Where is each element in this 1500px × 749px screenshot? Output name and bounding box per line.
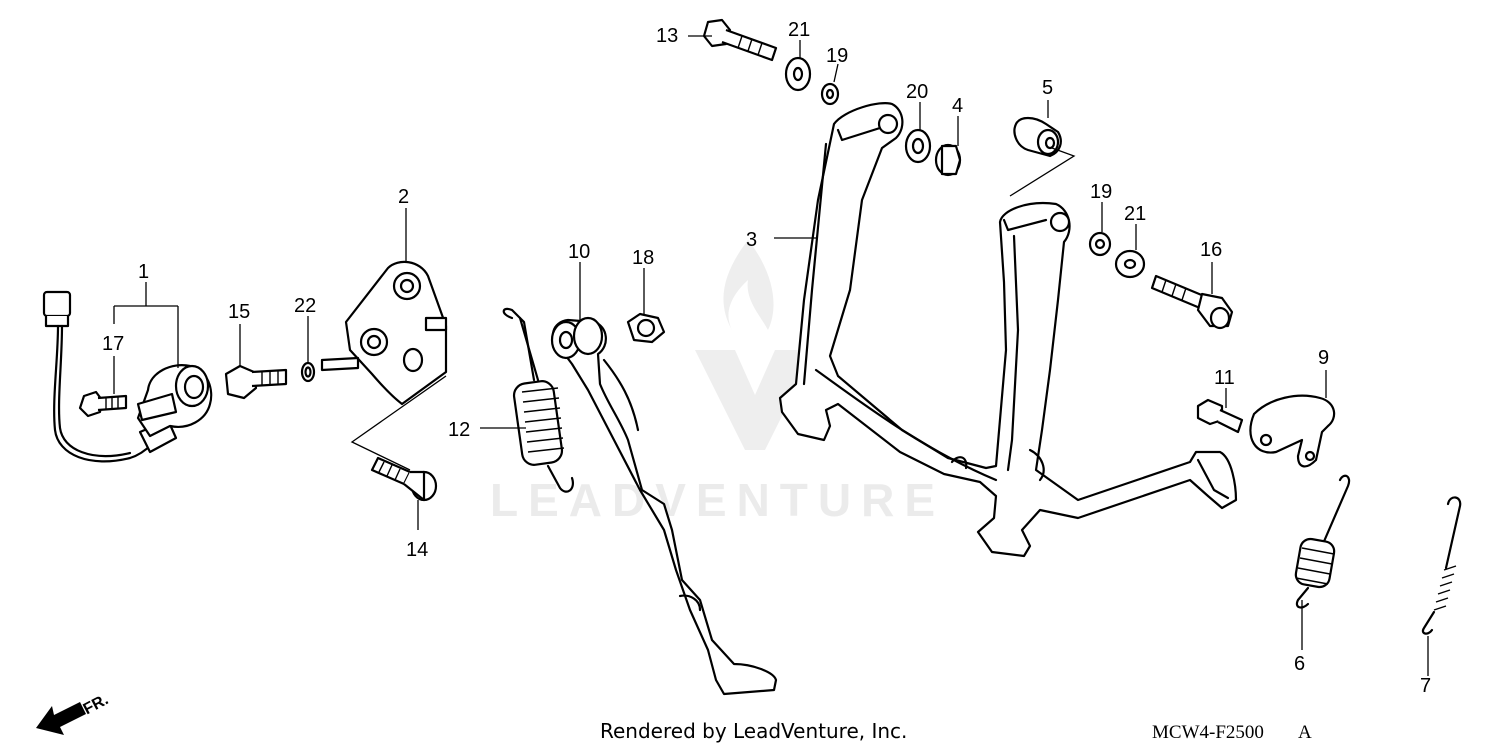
part-22-washer[interactable] <box>300 361 316 383</box>
leader-line-2-14 <box>350 375 447 471</box>
part-7-spring[interactable] <box>1421 496 1462 635</box>
watermark-text: LEADVENTURE <box>490 474 945 526</box>
part-18-nut[interactable] <box>626 312 666 344</box>
part-21-washer-right[interactable] <box>1114 249 1146 279</box>
callout-20[interactable]: 20 <box>906 81 928 103</box>
watermark-v-icon <box>695 350 815 450</box>
callout-19-right[interactable]: 19 <box>1090 181 1112 203</box>
part-3-main-stand[interactable] <box>778 102 1238 558</box>
callout-1[interactable]: 1 <box>138 261 149 283</box>
part-16-bolt[interactable] <box>1150 274 1234 330</box>
part-20-collar[interactable] <box>904 128 932 164</box>
part-1-side-stand-switch[interactable] <box>42 290 213 463</box>
callout-13[interactable]: 13 <box>656 25 678 47</box>
part-13-bolt[interactable] <box>702 18 778 62</box>
callout-16[interactable]: 16 <box>1200 239 1222 261</box>
callout-19-upper[interactable]: 19 <box>826 45 848 67</box>
callout-4[interactable]: 4 <box>952 95 963 117</box>
front-arrow-icon <box>36 702 86 735</box>
callout-22[interactable]: 22 <box>294 295 316 317</box>
front-direction-indicator: FR. <box>36 691 111 735</box>
part-17-bolt[interactable] <box>78 390 128 418</box>
callout-11[interactable]: 11 <box>1214 367 1235 389</box>
part-14-socket-bolt[interactable] <box>370 456 438 502</box>
callout-7[interactable]: 7 <box>1420 675 1431 697</box>
callout-10[interactable]: 10 <box>568 241 590 263</box>
callout-17[interactable]: 17 <box>102 333 124 355</box>
callout-2[interactable]: 2 <box>398 186 409 208</box>
callout-labels: 1 2 3 4 5 6 7 9 10 11 12 13 14 15 16 17 … <box>102 19 1431 697</box>
callout-15[interactable]: 15 <box>228 301 250 323</box>
footer-credit: Rendered by LeadVenture, Inc. <box>600 719 907 743</box>
callout-5[interactable]: 5 <box>1042 77 1053 99</box>
part-11-bolt[interactable] <box>1196 398 1244 434</box>
part-21-washer-upper[interactable] <box>784 56 812 92</box>
watermark-flame-icon <box>723 240 774 330</box>
callout-14[interactable]: 14 <box>406 539 428 561</box>
part-10-side-stand[interactable] <box>550 316 778 696</box>
diagram-code-suffix: A <box>1298 722 1312 743</box>
diagram-code: MCW4-F2500 <box>1152 722 1264 743</box>
callout-9[interactable]: 9 <box>1318 347 1329 369</box>
callout-6[interactable]: 6 <box>1294 653 1305 675</box>
part-6-spring[interactable] <box>1294 474 1351 609</box>
callout-3[interactable]: 3 <box>746 229 757 251</box>
part-5-collar[interactable] <box>1013 116 1062 158</box>
callout-12[interactable]: 12 <box>448 419 470 441</box>
part-9-plate[interactable] <box>1249 394 1336 468</box>
part-15-flange-bolt[interactable] <box>224 364 288 400</box>
part-4-washer[interactable] <box>934 143 962 177</box>
leader-lines <box>113 35 1429 676</box>
part-2-bracket[interactable] <box>320 260 448 406</box>
part-19-washer-right[interactable] <box>1088 231 1112 257</box>
callout-18[interactable]: 18 <box>632 247 654 269</box>
callout-21-right[interactable]: 21 <box>1124 203 1146 225</box>
part-12-spring[interactable] <box>502 307 574 493</box>
leader-line-5-3 <box>1009 147 1076 197</box>
watermark: LEADVENTURE <box>490 240 945 526</box>
part-19-washer-upper[interactable] <box>820 82 840 106</box>
callout-21-upper[interactable]: 21 <box>788 19 810 41</box>
